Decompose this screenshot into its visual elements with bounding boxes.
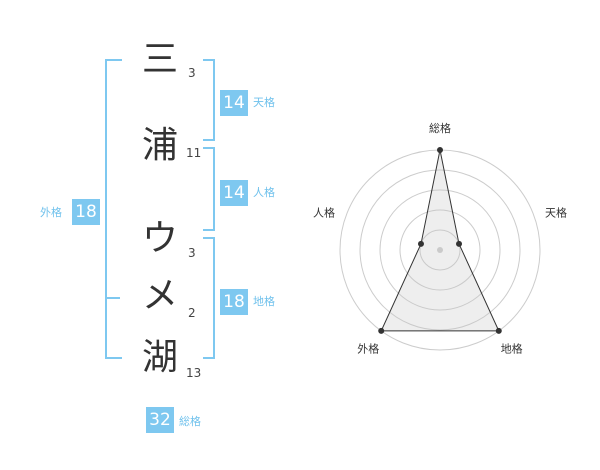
radar-point-3 — [495, 327, 502, 334]
tenkaku-badge: 14 — [220, 90, 248, 116]
soukaku-badge: 32 — [146, 407, 174, 433]
name-char-2: 浦 — [141, 125, 178, 166]
radar-polygon — [380, 149, 500, 332]
stroke-count-1: 3 — [188, 66, 196, 80]
radar-grid-ring — [359, 169, 521, 331]
radar-point-1 — [437, 147, 443, 153]
name-char-1: 三 — [141, 39, 178, 80]
name-char-5: 湖 — [141, 337, 178, 378]
radar-point-4 — [378, 327, 385, 334]
radar-grid-ring — [379, 189, 501, 311]
chikaku-label: 地格 — [253, 295, 275, 308]
radar-axis-label: 天格 — [545, 205, 567, 219]
name-char-4: メ — [141, 275, 178, 316]
stroke-count-2: 11 — [186, 146, 202, 160]
radar-axis-label: 人格 — [313, 205, 335, 219]
stroke-count-4: 2 — [188, 306, 196, 320]
radar-axis-label: 地格 — [501, 342, 523, 356]
jinkaku-badge: 14 — [220, 180, 248, 206]
radar-grid-ring — [419, 229, 461, 271]
stroke-count-3: 3 — [188, 246, 196, 260]
stroke-count-5: 13 — [186, 366, 202, 380]
radar-axis-label: 外格 — [357, 342, 379, 356]
radar-grid-ring — [399, 209, 481, 291]
gaikaku-label: 外格 — [40, 206, 62, 219]
radar-point-2 — [456, 240, 463, 247]
gaikaku-badge: 18 — [72, 199, 100, 225]
chikaku-badge: 18 — [220, 289, 248, 315]
tenkaku-label: 天格 — [253, 96, 275, 109]
radar-axis-label: 総格 — [429, 121, 451, 135]
jinkaku-label: 人格 — [253, 186, 275, 199]
radar-point-5 — [417, 240, 424, 247]
radar-center-dot — [437, 247, 443, 253]
name-char-3: ウ — [141, 218, 178, 259]
soukaku-label: 総格 — [179, 415, 201, 428]
